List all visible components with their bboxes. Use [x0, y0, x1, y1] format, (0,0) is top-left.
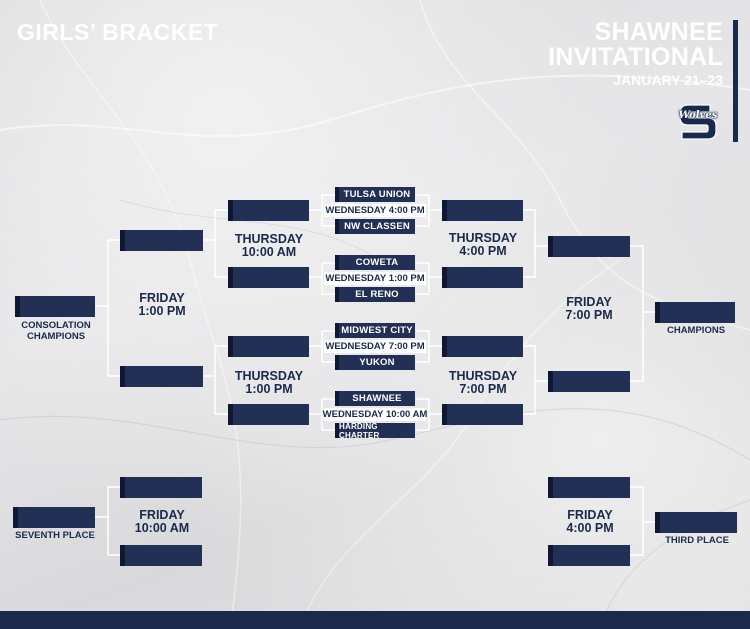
- game-4-team-bottom: HARDING CHARTER: [335, 422, 415, 440]
- champion-slot: [655, 302, 735, 323]
- header-accent-bar: [733, 20, 738, 142]
- consolation-semi-slot-1: [228, 200, 309, 221]
- event-title-line1: SHAWNEE: [594, 18, 723, 46]
- round-label-friday-seventh: FRIDAY 10:00 AM: [134, 508, 190, 535]
- champions-label: CHAMPIONS: [666, 325, 726, 336]
- championship-slot-top: [548, 236, 630, 257]
- third-place-winner-slot: [655, 512, 737, 533]
- seventh-place-slot-bottom: [120, 545, 202, 566]
- semifinal-slot-2: [442, 267, 523, 288]
- bracket-title: GIRLS’ BRACKET: [17, 19, 219, 45]
- game-1-team-bottom: NW CLASSEN: [335, 219, 415, 234]
- semifinal-slot-1: [442, 200, 523, 221]
- championship-slot-bottom: [548, 371, 630, 392]
- event-dates: JANUARY 21–23: [613, 72, 723, 88]
- consolation-semi-slot-3: [228, 336, 309, 357]
- consolation-champion-slot: [15, 296, 95, 317]
- consolation-semi-slot-2: [228, 267, 309, 288]
- game-2-time: WEDNESDAY 1:00 PM: [324, 272, 426, 285]
- game-2-team-bottom: EL RENO: [335, 287, 415, 302]
- wolves-logo: Wolves: [676, 99, 720, 145]
- game-1-team-top: TULSA UNION: [335, 187, 415, 202]
- round-label-thursday-right-top: THURSDAY 4:00 PM: [448, 231, 518, 258]
- seventh-place-slot-top: [120, 477, 202, 498]
- semifinal-slot-4: [442, 404, 523, 425]
- round-label-friday-championship: FRIDAY 7:00 PM: [565, 295, 613, 322]
- consolation-champions-label: CONSOLATION CHAMPIONS: [21, 320, 91, 342]
- round-label-thursday-right-bottom: THURSDAY 7:00 PM: [448, 369, 518, 396]
- round-label-thursday-left-bottom: THURSDAY 1:00 PM: [234, 369, 304, 396]
- round-label-friday-third: FRIDAY 4:00 PM: [566, 508, 614, 535]
- third-place-slot-top: [548, 477, 630, 498]
- event-title-line2: INVITATIONAL: [548, 43, 723, 71]
- wolves-wordmark: Wolves: [678, 110, 718, 121]
- round-label-friday-consolation: FRIDAY 1:00 PM: [138, 291, 186, 318]
- footer-bar: [0, 611, 750, 629]
- consolation-final-slot-top: [120, 230, 203, 251]
- game-4-team-top: SHAWNEE: [335, 391, 415, 406]
- seventh-place-winner-slot: [13, 507, 95, 528]
- consolation-semi-slot-4: [228, 404, 309, 425]
- seventh-place-label: SEVENTH PLACE: [15, 530, 95, 541]
- round-label-thursday-left-top: THURSDAY 10:00 AM: [234, 232, 304, 259]
- letter-s-icon: [679, 104, 717, 140]
- game-4-time: WEDNESDAY 10:00 AM: [322, 408, 428, 421]
- third-place-slot-bottom: [548, 545, 630, 566]
- game-3-time: WEDNESDAY 7:00 PM: [324, 340, 426, 353]
- game-3-team-bottom: YUKON: [335, 355, 415, 370]
- event-title: SHAWNEE INVITATIONAL JANUARY 21–23: [548, 20, 723, 89]
- game-2-team-top: COWETA: [335, 255, 415, 270]
- third-place-label: THIRD PLACE: [665, 535, 729, 546]
- game-1-time: WEDNESDAY 4:00 PM: [324, 204, 426, 217]
- consolation-final-slot-bottom: [120, 366, 203, 387]
- game-3-team-top: MIDWEST CITY: [335, 323, 415, 338]
- semifinal-slot-3: [442, 336, 523, 357]
